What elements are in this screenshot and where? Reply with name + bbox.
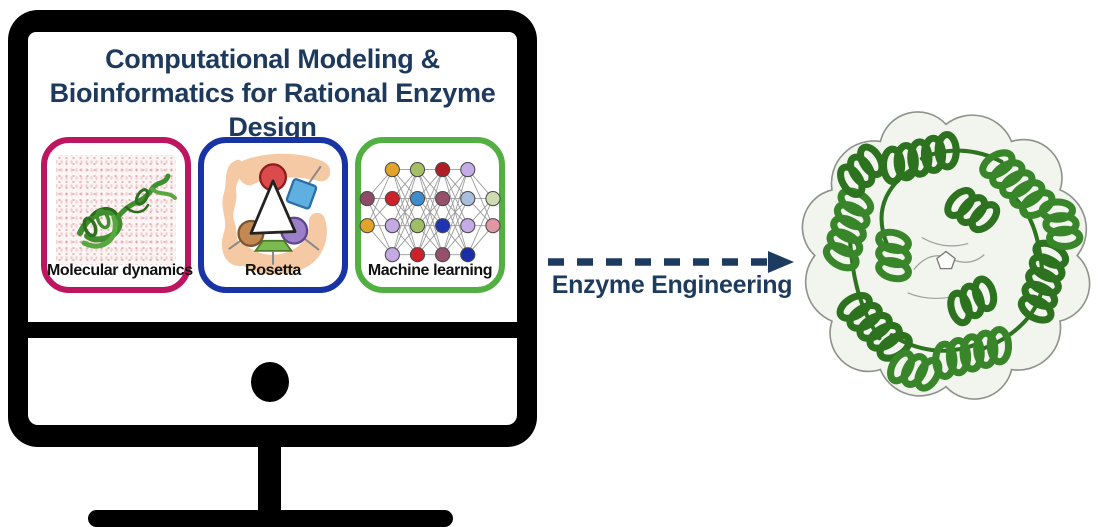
- rosetta-logo-icon: [221, 153, 331, 275]
- enzyme-surface-ribbon-illustration: [801, 111, 1091, 400]
- monitor-screen: Computational Modeling & Bioinformatics …: [28, 32, 517, 322]
- panel-rosetta: Rosetta: [198, 137, 348, 293]
- arrow-label: Enzyme Engineering: [551, 271, 793, 299]
- panel-label-molecular-dynamics: Molecular dynamics: [47, 262, 193, 279]
- dashed-arrow-icon: [548, 251, 794, 273]
- monitor-graphic: Computational Modeling & Bioinformatics …: [8, 10, 537, 447]
- monitor-stand-base: [88, 510, 453, 527]
- panel-machine-learning: Machine learning: [355, 137, 505, 293]
- panel-label-machine-learning: Machine learning: [367, 262, 493, 279]
- monitor-stand-neck: [258, 445, 281, 512]
- protein-ribbon-in-solvent-icon: [56, 155, 177, 265]
- neural-network-icon: [359, 161, 501, 263]
- monitor-camera-dot: [251, 362, 289, 402]
- panel-label-rosetta: Rosetta: [245, 262, 301, 279]
- figure-title: Computational Modeling & Bioinformatics …: [36, 42, 509, 144]
- panel-molecular-dynamics: Molecular dynamics: [41, 137, 193, 293]
- method-panels-row: Molecular dynamics: [41, 137, 505, 293]
- title-line-1: Computational Modeling &: [105, 44, 440, 74]
- title-line-2: Bioinformatics for Rational Enzyme: [49, 78, 496, 108]
